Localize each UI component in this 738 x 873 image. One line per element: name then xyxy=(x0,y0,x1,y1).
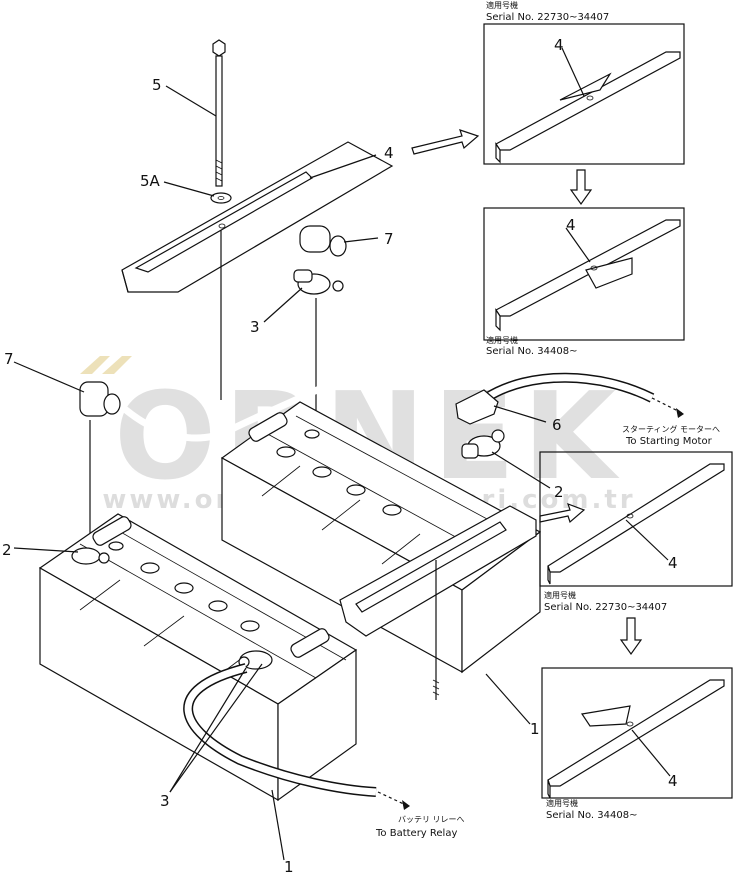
leader-lines xyxy=(13,47,671,861)
inset-2-jp: 適用号機 xyxy=(486,335,518,345)
callout-6: 6 xyxy=(552,416,562,434)
arrow-inset-3-to-4 xyxy=(619,617,643,656)
battery-relay-label: To Battery Relay xyxy=(375,828,457,839)
terminal-clamp-top xyxy=(293,269,344,295)
cable-top xyxy=(79,225,410,442)
callout-2-left: 2 xyxy=(2,541,12,559)
callout-5: 5 xyxy=(152,76,162,94)
callout-4-top: 4 xyxy=(384,144,394,162)
inset-4-jp: 適用号機 xyxy=(546,798,578,808)
arrow-to-inset-3 xyxy=(539,502,586,524)
hold-down-bar-top xyxy=(121,141,394,293)
watermark-accent xyxy=(80,356,110,374)
battery-relay-jp: バッテリ リレーへ xyxy=(398,815,465,824)
inset-3-jp: 適用号機 xyxy=(544,590,576,600)
starting-motor-jp: スターティング モーターへ xyxy=(622,424,720,434)
terminal-clamp-left xyxy=(71,547,110,565)
cable-starting-motor xyxy=(455,372,685,425)
terminal-clamp-right xyxy=(461,429,505,459)
inset-box-4 xyxy=(541,667,733,799)
arrow-inset-1-to-2 xyxy=(569,169,593,206)
inset-box-2 xyxy=(483,207,685,341)
callout-3-bottom: 3 xyxy=(160,792,170,810)
inset-2-part: 4 xyxy=(566,216,576,234)
hold-down-bolt xyxy=(212,39,226,187)
inset-3-serial: Serial No. 22730~34407 xyxy=(544,602,667,613)
inset-4-part: 4 xyxy=(668,772,678,790)
callout-3-top: 3 xyxy=(250,318,260,336)
cable-battery-relay xyxy=(183,663,410,810)
hold-down-bar-bottom-right xyxy=(339,505,537,700)
washer xyxy=(210,192,232,204)
inset-box-3 xyxy=(539,451,733,587)
inset-box-1 xyxy=(483,23,685,165)
callout-7-top: 7 xyxy=(384,230,394,248)
inset-2-serial: Serial No. 34408~ xyxy=(486,346,577,357)
arrow-to-inset-1 xyxy=(411,129,480,155)
callout-5a: 5A xyxy=(140,172,161,190)
callout-1-bottom: 1 xyxy=(284,858,294,873)
inset-1-jp: 適用号機 xyxy=(486,0,518,10)
inset-1-part: 4 xyxy=(554,36,564,54)
watermark-accent xyxy=(102,356,132,374)
inset-1-serial: Serial No. 22730~34407 xyxy=(486,12,609,23)
callout-7-left: 7 xyxy=(4,350,14,368)
inset-3-part: 4 xyxy=(668,554,678,572)
inset-4-serial: Serial No. 34408~ xyxy=(546,810,637,821)
callout-1-right: 1 xyxy=(530,720,540,738)
starting-motor-label: To Starting Motor xyxy=(625,436,713,447)
callout-2-right: 2 xyxy=(554,483,564,501)
